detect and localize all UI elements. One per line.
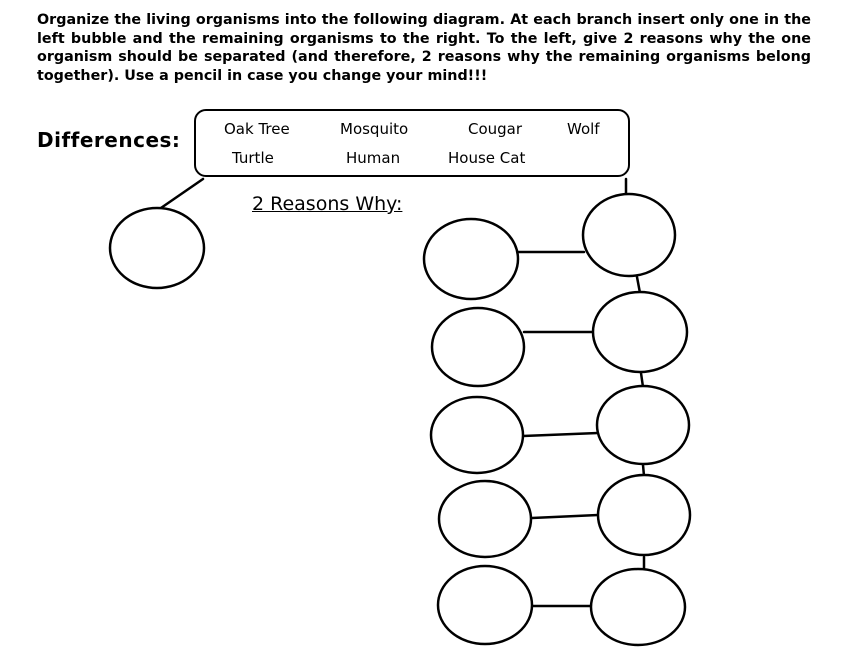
connector-box-to-first-left-bubble — [156, 177, 205, 212]
organism-human: Human — [346, 149, 401, 167]
connector-chain-2-3 — [639, 371, 645, 389]
answer-bubble-right-3 — [595, 384, 691, 466]
answer-bubble-left-4 — [429, 395, 525, 475]
organism-turtle: Turtle — [232, 149, 274, 167]
answer-bubble-left-5 — [437, 479, 533, 559]
answer-bubble-left-6 — [436, 564, 534, 646]
reasons-heading: 2 Reasons Why: — [252, 193, 403, 215]
organism-oak-tree: Oak Tree — [224, 120, 290, 138]
answer-bubble-left-2 — [422, 217, 520, 301]
connector-chain-1-2 — [635, 275, 642, 295]
answer-bubble-right-2 — [591, 290, 689, 374]
differences-label: Differences: — [37, 128, 181, 152]
organism-wolf: Wolf — [567, 120, 600, 138]
organism-mosquito: Mosquito — [340, 120, 409, 138]
answer-bubble-right-4 — [596, 473, 692, 557]
worksheet-instructions: Organize the living organisms into the f… — [37, 12, 811, 84]
connector-pair-4 — [530, 513, 600, 520]
answer-bubble-right-1 — [581, 192, 677, 278]
organism-list-box — [194, 109, 630, 177]
answer-bubble-left-3 — [430, 306, 526, 388]
organism-cougar: Cougar — [468, 120, 523, 138]
organism-house-cat: House Cat — [448, 149, 526, 167]
answer-bubble-right-5 — [589, 567, 687, 647]
answer-bubble-left-1 — [108, 206, 206, 290]
connector-pair-3 — [521, 431, 600, 438]
